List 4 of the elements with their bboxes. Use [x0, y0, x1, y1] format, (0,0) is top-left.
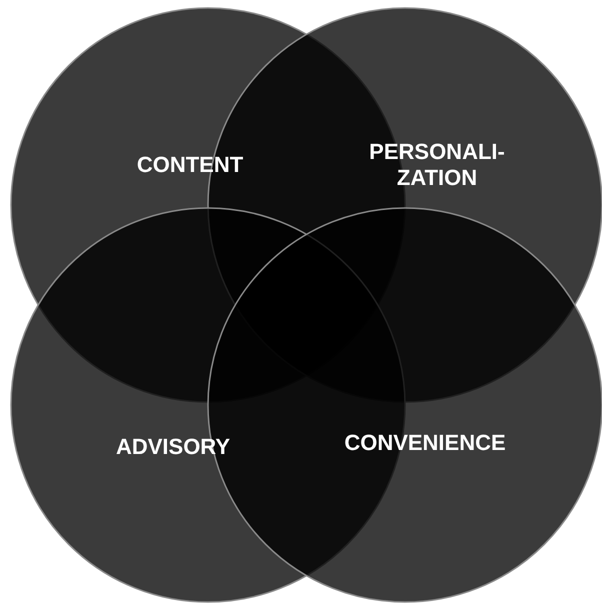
- circle-label: CONVENIENCE: [343, 430, 507, 456]
- circle-label: PERSONALI- ZATION: [368, 139, 506, 191]
- circle-label: ADVISORY: [114, 434, 232, 460]
- circle-label: CONTENT: [136, 152, 244, 178]
